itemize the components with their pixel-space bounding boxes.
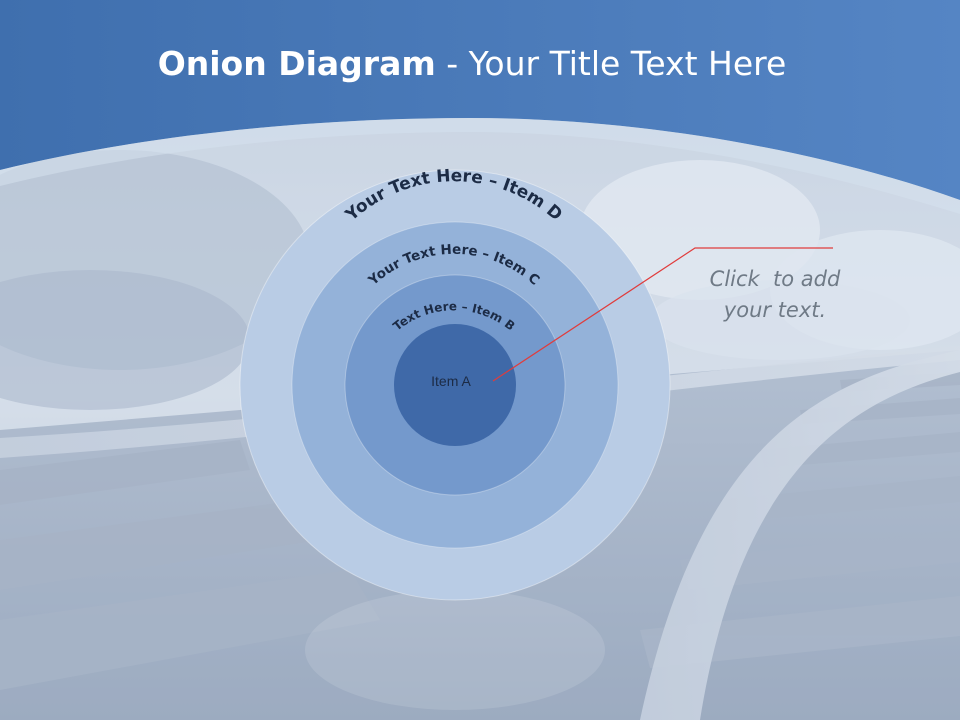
ring-label-a: Item A: [431, 373, 471, 389]
ring-item-a[interactable]: [394, 324, 516, 446]
title-rest: - Your Title Text Here: [435, 44, 787, 83]
title-bold: Onion Diagram: [157, 44, 436, 83]
callout-text-box[interactable]: Click to add your text.: [690, 264, 860, 326]
callout-leader-line: [492, 247, 833, 382]
callout-line-2: your text.: [723, 298, 827, 322]
callout-line-1: Click to add: [709, 267, 841, 291]
diagram-reflection: [305, 590, 605, 710]
slide-title[interactable]: Onion Diagram - Your Title Text Here: [0, 44, 944, 83]
